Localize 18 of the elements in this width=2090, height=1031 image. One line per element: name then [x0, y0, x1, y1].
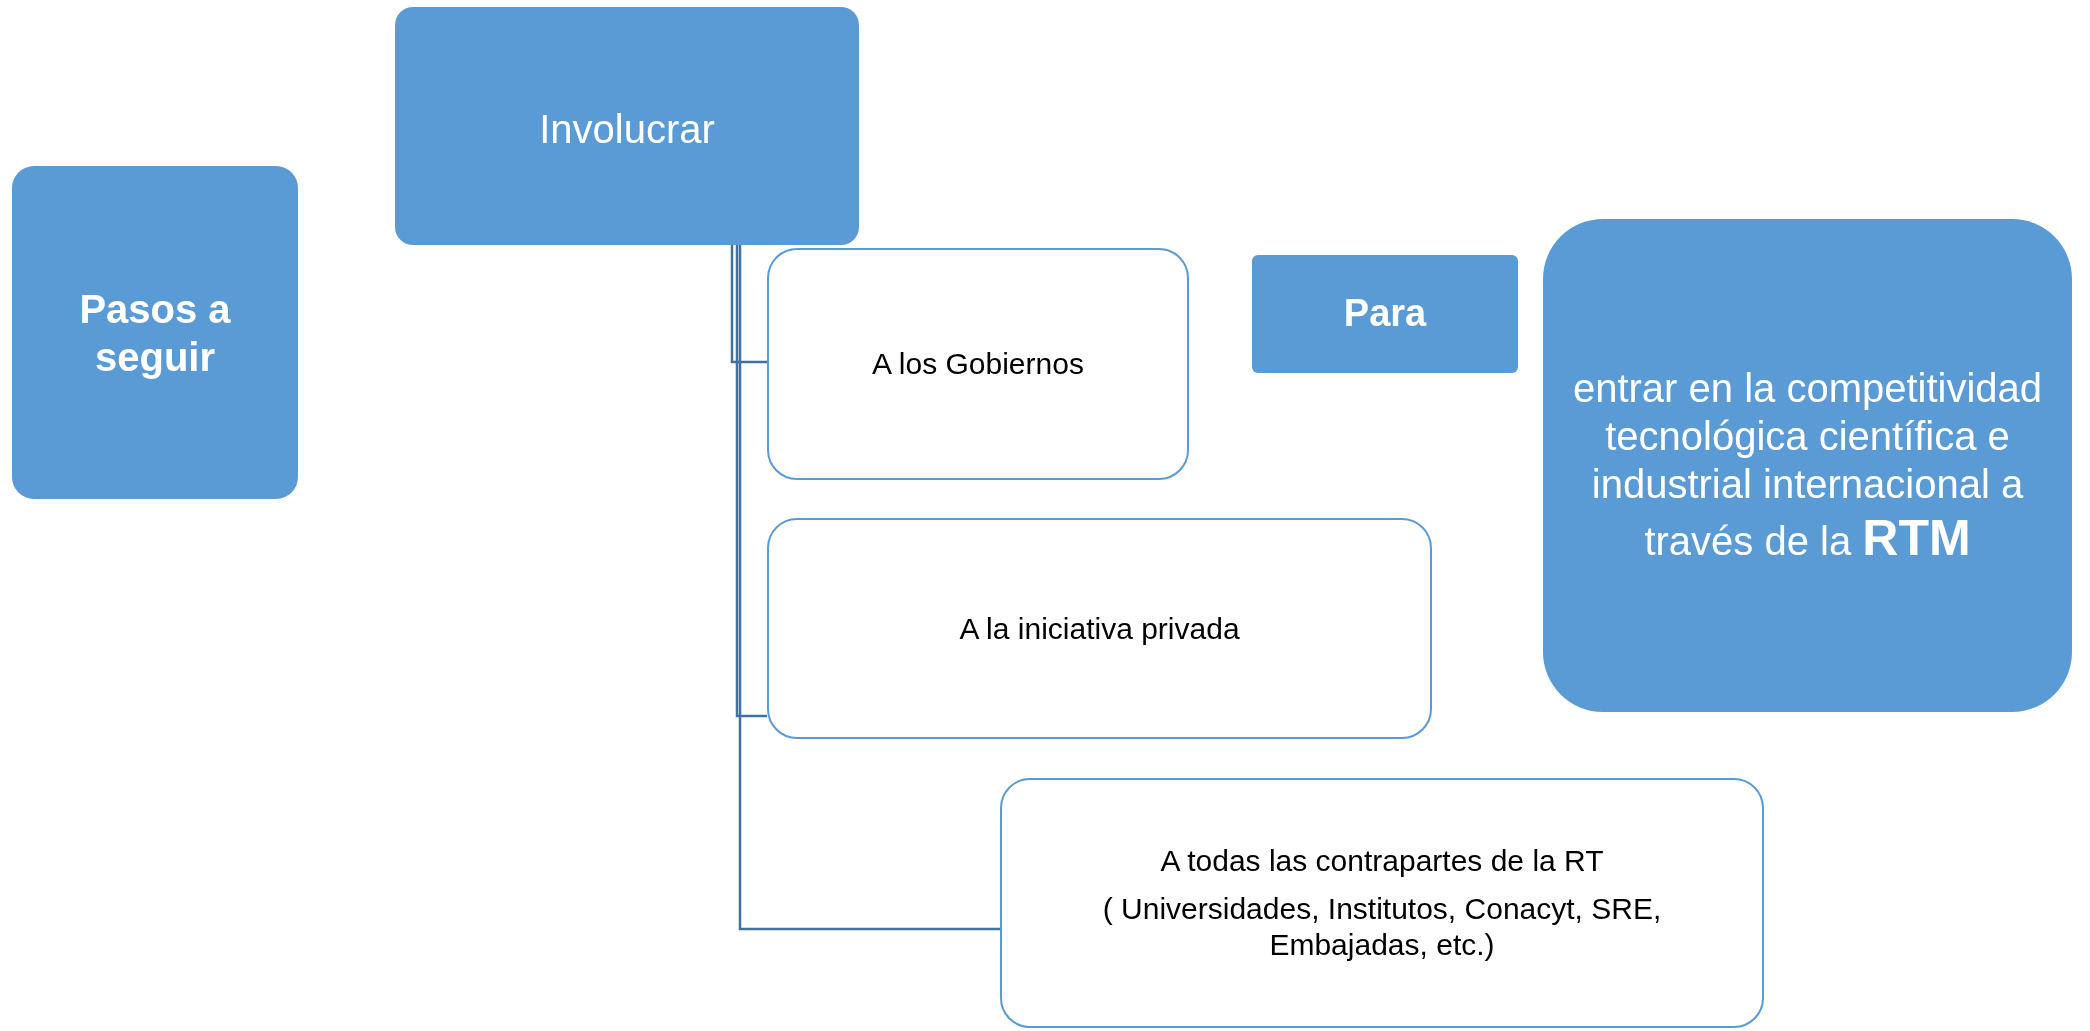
connector-line [738, 245, 1000, 931]
node-text: Para [1343, 291, 1427, 337]
text-box [767, 248, 1189, 480]
node-text: A la iniciativa privada [959, 610, 1240, 647]
node-text: Pasos a seguir [78, 285, 232, 381]
node-text: ( Universidades, Institutos, Conacyt, SRE, Embajadas, etc.) [1101, 891, 1663, 963]
node-text: Involucrar [539, 106, 715, 153]
node-text: A todas las contrapartes de la RT [1160, 843, 1604, 879]
text-box [767, 518, 1432, 739]
process-box [12, 166, 298, 499]
node-text: entrar en la competitividad tecnológica científica e industrial internacional a través de la RTM [1571, 364, 2044, 568]
process-box [395, 7, 859, 245]
process-box [1252, 255, 1518, 373]
connector-line [735, 245, 767, 718]
connector-line [730, 245, 767, 364]
text-box [1000, 778, 1764, 1028]
node-text: A los Gobiernos [872, 346, 1084, 382]
process-box [1543, 219, 2072, 712]
